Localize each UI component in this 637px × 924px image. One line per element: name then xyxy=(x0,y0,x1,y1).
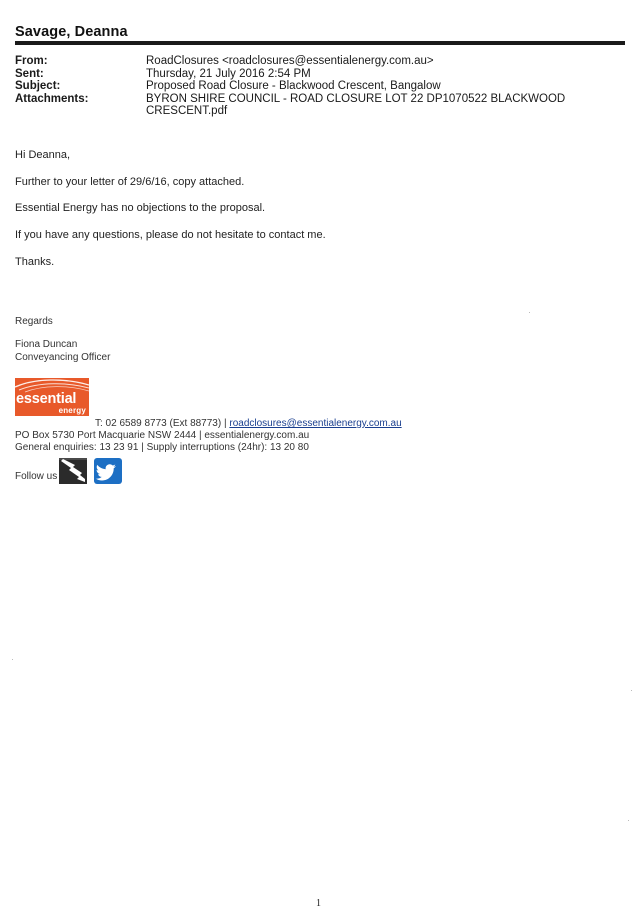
sent-row: Sent: Thursday, 21 July 2016 2:54 PM xyxy=(15,68,625,81)
from-label: From: xyxy=(15,55,48,67)
signature-title: Conveyancing Officer xyxy=(15,351,111,363)
email-header: From: RoadClosures <roadclosures@essenti… xyxy=(15,55,625,118)
logo-word: essential xyxy=(16,391,77,407)
logo-swoosh-icon xyxy=(15,379,89,393)
contact-address: PO Box 5730 Port Macquarie NSW 2444 | es… xyxy=(15,430,310,441)
sent-label: Sent: xyxy=(15,67,44,80)
twitter-icon[interactable] xyxy=(94,458,123,484)
attachments-value: BYRON SHIRE COUNCIL - ROAD CLOSURE LOT 2… xyxy=(146,93,625,118)
sender-name: Savage, Deanna xyxy=(15,24,128,40)
essential-energy-logo: essential energy xyxy=(15,378,89,416)
logo-sub: energy xyxy=(58,406,86,415)
thanks-line: Thanks. xyxy=(15,256,55,268)
signature-block: Fiona Duncan Conveyancing Officer xyxy=(15,339,110,364)
regards-line: Regards xyxy=(15,316,53,327)
attachments-row: Attachments: BYRON SHIRE COUNCIL - ROAD … xyxy=(15,93,625,118)
page-number: 1 xyxy=(316,898,321,909)
subject-row: Subject: Proposed Road Closure - Blackwo… xyxy=(15,80,625,93)
attachment-line-2: CRESCENT.pdf xyxy=(146,105,228,117)
greeting: Hi Deanna, xyxy=(15,149,71,161)
attachments-label: Attachments: xyxy=(15,92,89,105)
follow-label: Follow us xyxy=(15,471,58,482)
body-paragraph-2: Essential Energy has no objections to th… xyxy=(15,202,266,214)
subject-value: Proposed Road Closure - Blackwood Cresce… xyxy=(146,80,441,92)
body-paragraph-3: If you have any questions, please do not… xyxy=(15,229,326,241)
signature-name: Fiona Duncan xyxy=(15,339,78,350)
follow-us: Follow us xyxy=(15,458,129,484)
contact-block: T: 02 6589 8773 (Ext 88773) | roadclosur… xyxy=(15,418,402,454)
sent-value: Thursday, 21 July 2016 2:54 PM xyxy=(146,67,311,80)
from-value: RoadClosures <roadclosures@essentialener… xyxy=(146,55,434,67)
contact-email-link[interactable]: roadclosures@essentialenergy.com.au xyxy=(229,418,402,429)
linkedin-icon[interactable] xyxy=(59,458,88,484)
contact-phone-line: T: 02 6589 8773 (Ext 88773) | roadclosur… xyxy=(15,418,402,430)
contact-enquiries: General enquiries: 13 23 91 | Supply int… xyxy=(15,442,309,453)
from-row: From: RoadClosures <roadclosures@essenti… xyxy=(15,55,625,68)
subject-label: Subject: xyxy=(15,80,61,92)
header-rule xyxy=(15,41,625,45)
contact-phone: T: 02 6589 8773 (Ext 88773) | xyxy=(95,418,230,429)
attachment-line-1: BYRON SHIRE COUNCIL - ROAD CLOSURE LOT 2… xyxy=(146,92,566,105)
body-paragraph-1: Further to your letter of 29/6/16, copy … xyxy=(15,176,245,188)
